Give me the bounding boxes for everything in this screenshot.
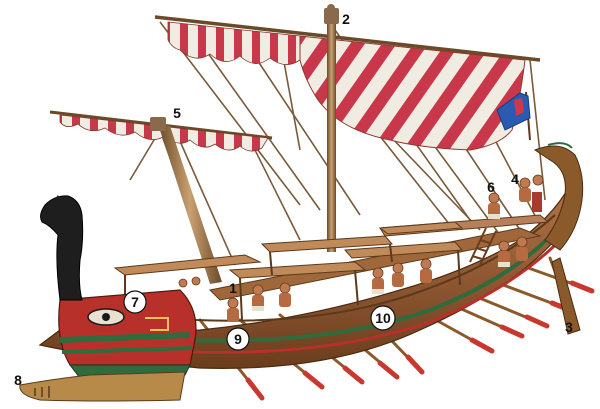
stern	[533, 142, 584, 335]
label-5: 5	[173, 105, 181, 121]
svg-text:8: 8	[14, 372, 22, 388]
svg-text:7: 7	[131, 294, 139, 310]
fore-sail	[49, 110, 273, 284]
svg-text:10: 10	[375, 310, 391, 326]
ram	[19, 371, 186, 402]
svg-text:1: 1	[229, 280, 237, 296]
flag	[496, 91, 531, 141]
label-2: 2	[342, 11, 350, 27]
label-7: 7	[123, 290, 147, 314]
rowers	[178, 174, 544, 322]
label-1: 1	[229, 280, 237, 296]
main-sail	[154, 15, 541, 151]
decks	[113, 214, 550, 321]
label-3: 3	[565, 319, 573, 335]
svg-text:4: 4	[511, 171, 519, 187]
svg-text:2: 2	[342, 11, 350, 27]
label-6: 6	[487, 179, 495, 195]
bow	[19, 195, 197, 402]
label-10: 10	[370, 305, 396, 331]
horse-figurehead-icon	[40, 195, 84, 301]
main-mast	[324, 4, 339, 252]
svg-text:3: 3	[565, 319, 573, 335]
svg-text:6: 6	[487, 179, 495, 195]
label-8: 8	[14, 372, 22, 388]
label-4: 4	[511, 171, 519, 187]
svg-text:5: 5	[173, 105, 181, 121]
label-9: 9	[226, 327, 250, 351]
callout-labels: 1 2 3 4 5 6 7 8 9 10	[14, 11, 573, 388]
svg-text:9: 9	[234, 331, 242, 347]
